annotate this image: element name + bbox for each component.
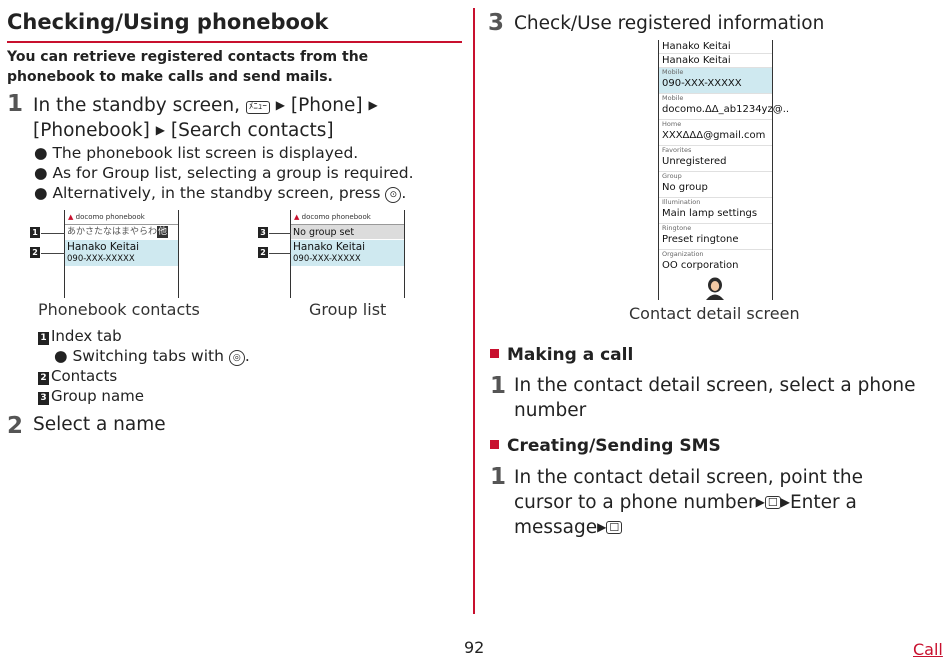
group-list-screen: ▲ docomo phonebook No group set Hanako K… xyxy=(290,210,405,298)
step-3-number: 3 xyxy=(488,10,505,36)
step-2-text: Select a name xyxy=(33,414,166,435)
step-1-bullet-1: ● The phonebook list screen is displayed… xyxy=(34,144,359,162)
group-list-caption: Group list xyxy=(309,300,387,319)
screen-header: ▲ docomo phonebook xyxy=(68,213,145,221)
contact-photo-icon xyxy=(704,277,726,300)
step-1-text-a: In the standby screen, xyxy=(33,95,240,116)
contact-detail-caption: Contact detail screen xyxy=(629,304,800,323)
making-call-line-2: number xyxy=(514,400,587,421)
callout-line xyxy=(269,253,291,254)
step-2-number: 2 xyxy=(7,413,24,439)
center-key-icon: ⊙ xyxy=(385,187,402,203)
page-number: 92 xyxy=(464,638,485,657)
column-divider xyxy=(473,8,475,614)
menu-key-icon: ﾒﾆｭｰ xyxy=(245,101,270,114)
contact-name: Hanako Keitai xyxy=(293,241,366,253)
step-1-number: 1 xyxy=(7,91,24,117)
callout-line xyxy=(41,253,65,254)
screen-header: ▲ docomo phonebook xyxy=(294,213,371,221)
group-name-row: No group set xyxy=(291,225,404,239)
sms-line-1: In the contact detail screen, point the xyxy=(514,467,863,488)
step-1-bullet-2: ● As for Group list, selecting a group i… xyxy=(34,164,414,182)
arrow-icon: ▶ xyxy=(755,495,765,509)
title-underline xyxy=(7,41,462,43)
multi-key-icon: ◎ xyxy=(228,350,245,366)
contact-number: 090-XXX-XXXXX xyxy=(67,254,135,264)
callout-badge-2: 2 xyxy=(30,247,40,258)
tab-other: 他 xyxy=(157,226,169,238)
group-name: No group set xyxy=(293,227,355,238)
arrow-icon: ▶ xyxy=(368,98,378,112)
mail-key-icon: ☐ xyxy=(764,496,781,509)
making-call-heading: Making a call xyxy=(490,345,633,365)
page-title: Checking/Using phonebook xyxy=(7,10,329,34)
making-call-step-number: 1 xyxy=(490,373,507,399)
square-bullet-icon xyxy=(490,349,499,358)
arrow-icon: ▶ xyxy=(275,98,285,112)
callout-line xyxy=(269,233,291,234)
section-link-call[interactable]: Call xyxy=(913,640,943,659)
contact-number: 090-XXX-XXXXX xyxy=(293,254,361,264)
phonebook-contacts-screen: ▲ docomo phonebook あかさたなはまやらわ他 Hanako Ke… xyxy=(64,210,179,298)
step-1-line-1: In the standby screen, ﾒﾆｭｰ ▶ [Phone] ▶ xyxy=(33,93,378,118)
contact-name: Hanako Keitai xyxy=(67,241,140,253)
step-3-text: Check/Use registered information xyxy=(514,13,825,34)
arrow-icon: ▶ xyxy=(155,123,165,137)
contact-row: Hanako Keitai 090-XXX-XXXXX xyxy=(65,240,178,266)
sms-heading: Creating/Sending SMS xyxy=(490,436,721,456)
step-1-text-c: [Phonebook] xyxy=(33,120,150,141)
callout-badge-2: 2 xyxy=(258,247,268,258)
index-tab-bar: あかさたなはまやらわ他 xyxy=(67,226,169,238)
sms-line-2: cursor to a phone number▶☐▶Enter a xyxy=(514,492,857,513)
mail-key-icon: ☐ xyxy=(606,521,623,534)
step-1-bullet-3: ● Alternatively, in the standby screen, … xyxy=(34,184,407,203)
callout-badge-1: 1 xyxy=(30,227,40,238)
square-bullet-icon xyxy=(490,440,499,449)
index-tabs: あかさたなはまやらわ xyxy=(67,227,158,237)
callout-badge-3: 3 xyxy=(258,227,268,238)
arrow-icon: ▶ xyxy=(780,495,790,509)
detail-reading-row: Hanako Keitai xyxy=(659,54,772,68)
detail-name-row: Hanako Keitai xyxy=(659,40,772,54)
step-1-line-2: [Phonebook] ▶ [Search contacts] xyxy=(33,118,334,143)
step-1-text-b: [Phone] xyxy=(290,95,363,116)
legend-sub-bullet: ● Switching tabs with ◎. xyxy=(54,347,250,366)
sms-step-number: 1 xyxy=(490,464,507,490)
arrow-icon: ▶ xyxy=(597,520,607,534)
making-call-line-1: In the contact detail screen, select a p… xyxy=(514,375,916,396)
contact-row: Hanako Keitai 090-XXX-XXXXX xyxy=(291,240,404,266)
phonebook-contacts-caption: Phonebook contacts xyxy=(38,300,200,319)
intro-text: You can retrieve registered contacts fro… xyxy=(7,49,369,85)
step-1-text-d: [Search contacts] xyxy=(170,120,334,141)
callout-line xyxy=(41,233,65,234)
sms-line-3: message▶☐ xyxy=(514,515,623,540)
